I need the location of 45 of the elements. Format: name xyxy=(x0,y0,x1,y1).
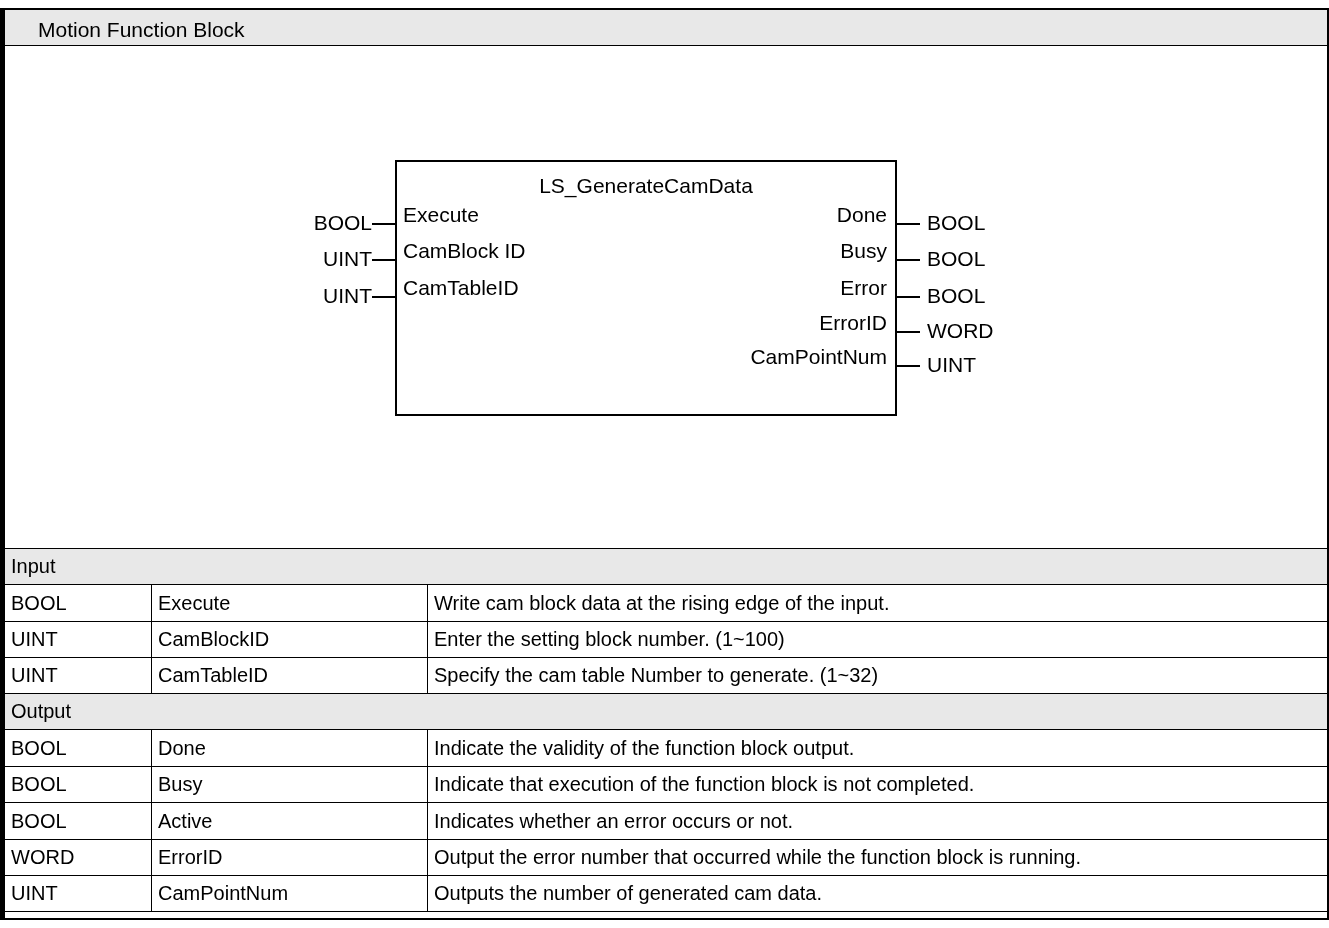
name-cell: Execute xyxy=(152,585,428,622)
pin-line xyxy=(896,259,921,261)
name-cell: Active xyxy=(152,803,428,840)
data-type-label: WORD xyxy=(920,320,1000,344)
name-cell: CamBlockID xyxy=(152,622,428,658)
type-cell: UINT xyxy=(5,622,152,658)
section-header: Input xyxy=(5,549,1327,585)
data-type-label: BOOL xyxy=(920,248,1000,272)
section-header: Output xyxy=(5,694,1327,730)
name-cell: Busy xyxy=(152,767,428,803)
data-type-label: UINT xyxy=(310,248,372,272)
pin-line xyxy=(896,365,921,367)
pin-line xyxy=(371,223,396,225)
pin-name: ErrorID xyxy=(819,312,887,333)
data-type-label: BOOL xyxy=(920,212,1000,236)
pin-line xyxy=(896,331,921,333)
data-type-label: BOOL xyxy=(920,285,1000,309)
type-cell: BOOL xyxy=(5,803,152,840)
pin-line xyxy=(371,259,396,261)
pin-name: Execute xyxy=(403,204,479,225)
pin-name: CamTableID xyxy=(403,277,519,298)
type-cell: BOOL xyxy=(5,767,152,803)
pin-name: CamPointNum xyxy=(750,346,887,367)
pin-name: Busy xyxy=(840,240,887,261)
data-type-label: UINT xyxy=(920,354,1000,378)
pin-name: Error xyxy=(840,277,887,298)
data-type-label: BOOL xyxy=(310,212,372,236)
pin-name: Done xyxy=(836,204,887,225)
name-cell: CamTableID xyxy=(152,658,428,694)
pin-name: CamBlock ID xyxy=(403,240,526,261)
type-cell: WORD xyxy=(5,840,152,876)
name-cell: CamPointNum xyxy=(152,876,428,912)
data-type-label: UINT xyxy=(310,285,372,309)
function-block xyxy=(395,160,897,416)
name-cell: Done xyxy=(152,730,428,767)
panel-title: Motion Function Block xyxy=(38,19,245,40)
type-cell: BOOL xyxy=(5,730,152,767)
pin-line xyxy=(896,296,921,298)
name-cell: ErrorID xyxy=(152,840,428,876)
block-name: LS_GenerateCamData xyxy=(538,175,754,196)
type-cell: BOOL xyxy=(5,585,152,622)
type-cell: UINT xyxy=(5,876,152,912)
pin-line xyxy=(371,296,396,298)
pin-line xyxy=(896,223,921,225)
type-cell: UINT xyxy=(5,658,152,694)
